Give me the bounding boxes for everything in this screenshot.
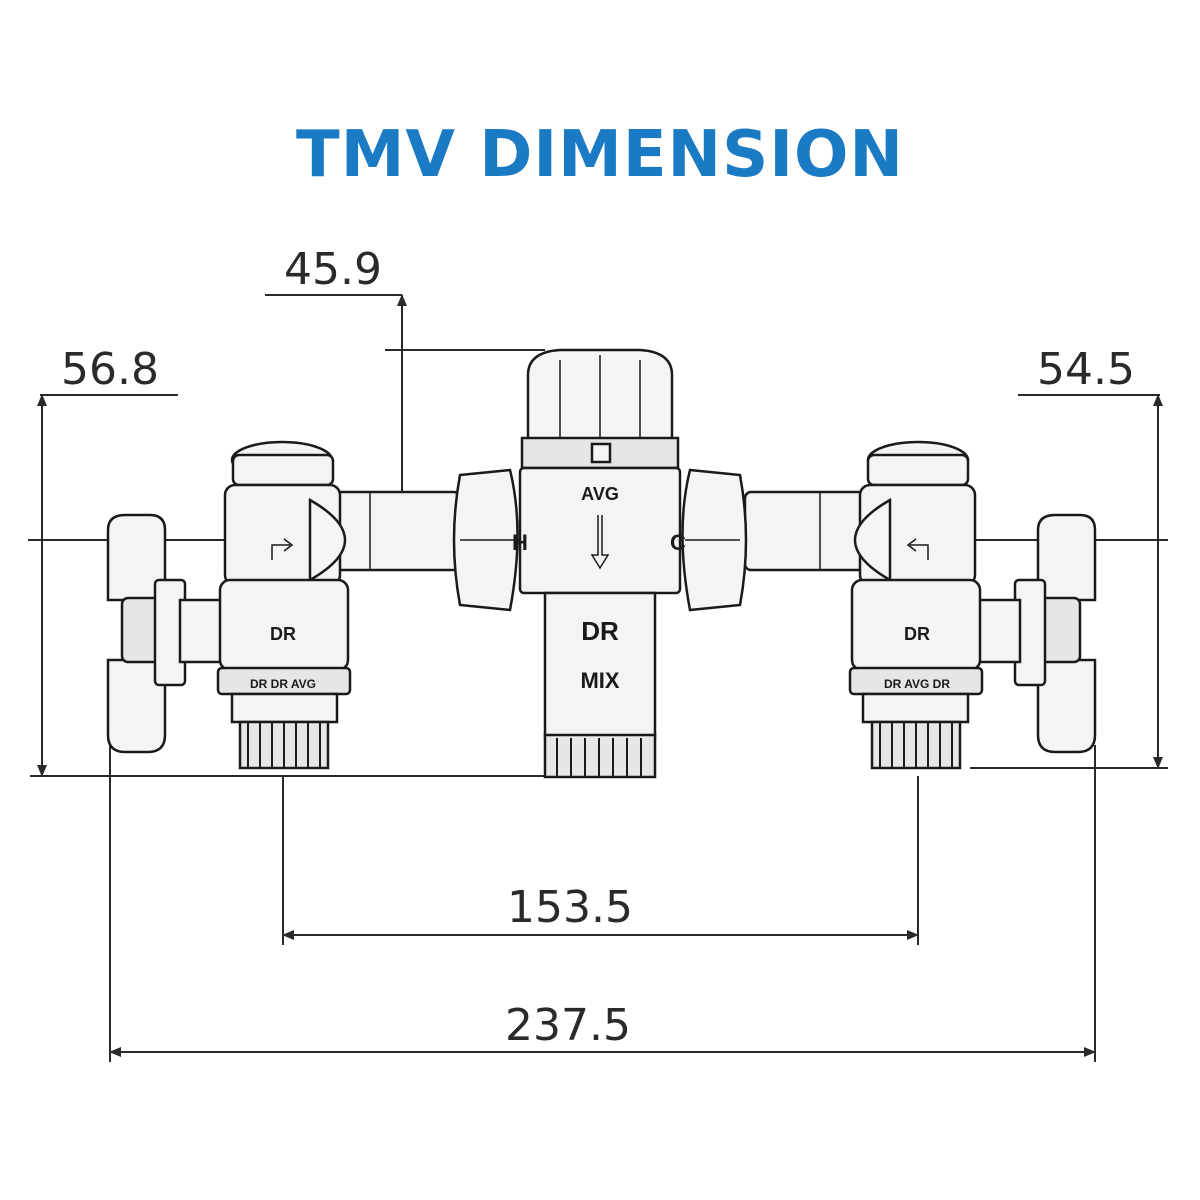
mixer-code-label: DR (581, 616, 619, 646)
page-title: TMV DIMENSION (296, 118, 904, 192)
right-thread (879, 722, 953, 768)
dimension-left-height-label: 56.8 (61, 344, 159, 395)
hot-inlet-label: H (512, 530, 528, 555)
right-valve-label: DR (904, 624, 930, 644)
right-flow-arrow-icon (906, 538, 929, 560)
dimension-top-height: 45.9 (265, 244, 545, 541)
mixer-outlet-label: MIX (580, 668, 619, 693)
center-thread (556, 738, 642, 777)
valve-brand-label: AVG (581, 484, 619, 504)
left-valve-label: DR (270, 624, 296, 644)
dimension-right-height: 54.5 (1018, 344, 1163, 769)
dimension-inner-width-label: 153.5 (507, 882, 633, 933)
dimension-top-height-label: 45.9 (284, 244, 382, 295)
connecting-pipes (328, 490, 867, 572)
thermostatic-mixing-valve: H C AVG DR MIX (452, 348, 748, 779)
dimension-left-height: 56.8 (37, 344, 178, 777)
dimension-inner-width: 153.5 (282, 776, 919, 945)
left-isolation-valve: DR DR DR AVG (106, 440, 352, 770)
left-thread (247, 722, 321, 768)
right-ring-label: DR AVG DR (884, 677, 950, 691)
cold-inlet-label: C (670, 530, 686, 555)
dimension-right-height-label: 54.5 (1037, 344, 1135, 395)
mix-flow-arrow-icon (590, 515, 610, 570)
right-isolation-valve: DR DR AVG DR (848, 440, 1097, 770)
dimension-overall-width-label: 237.5 (505, 1000, 631, 1051)
left-ring-label: DR DR AVG (250, 677, 316, 691)
left-flow-arrow-icon (271, 538, 294, 560)
dimension-overall-width: 237.5 (109, 745, 1096, 1062)
